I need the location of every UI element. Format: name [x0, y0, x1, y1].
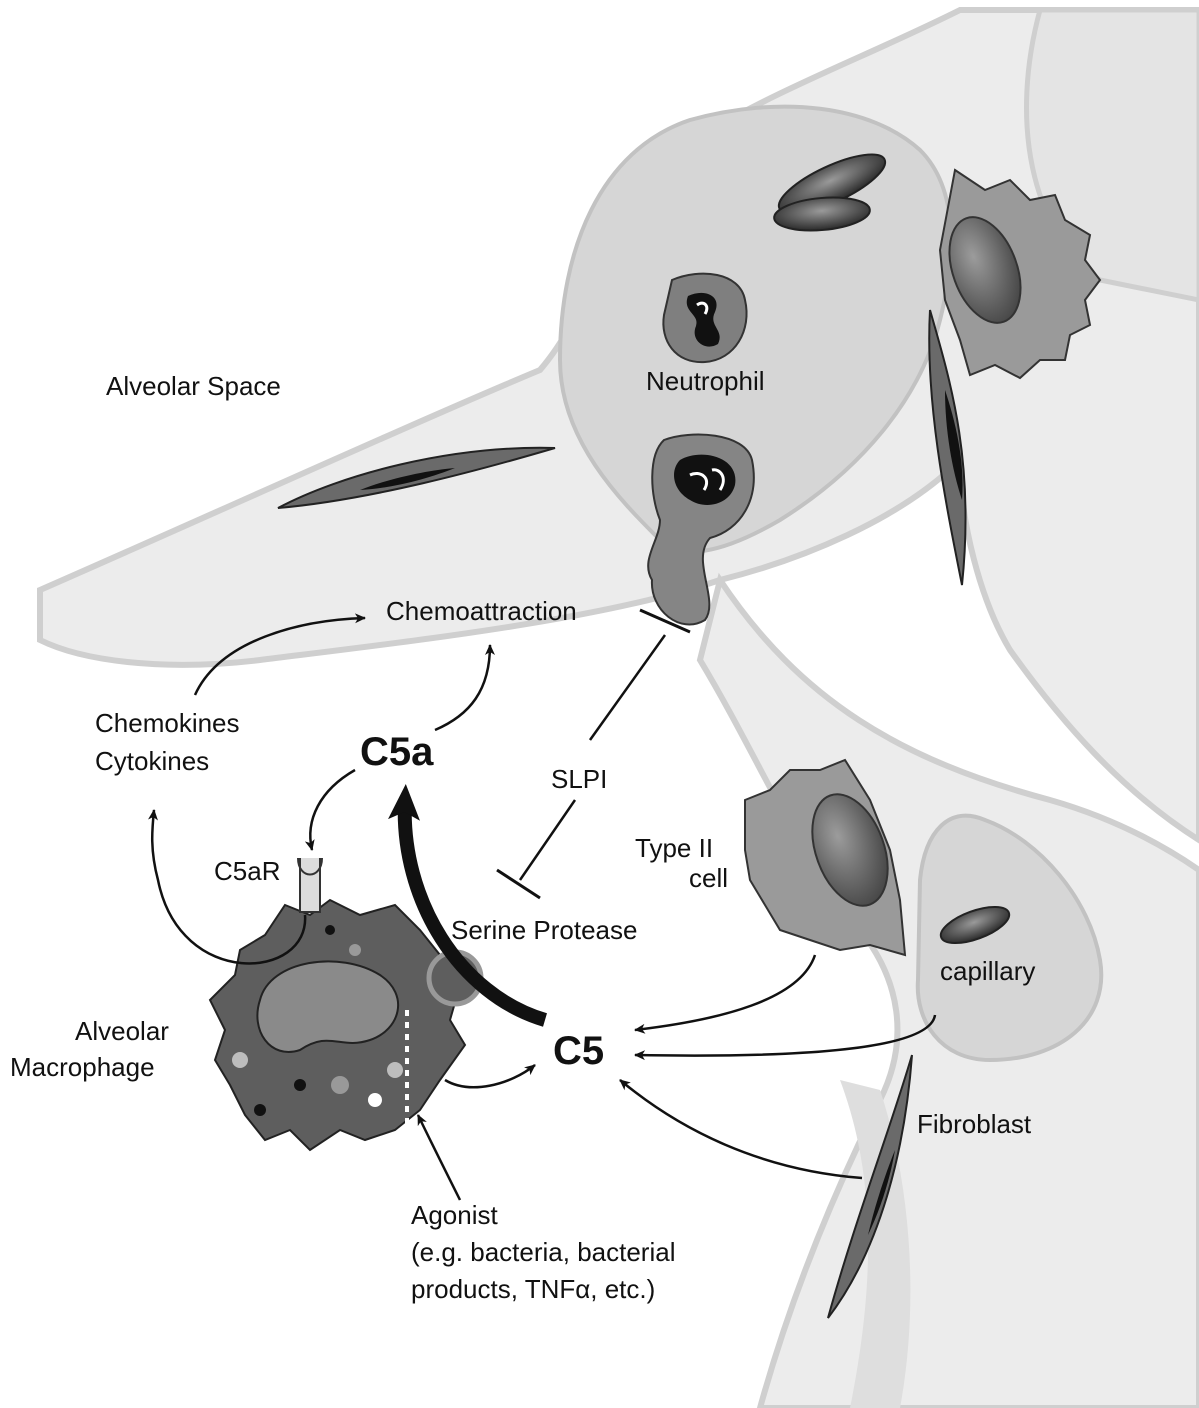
inhibition-bar-protease: [497, 870, 540, 898]
label-neutrophil: Neutrophil: [646, 366, 765, 396]
arrow-fibroblast-to-c5: [620, 1080, 862, 1178]
label-serine-protease: Serine Protease: [451, 915, 637, 945]
label-chemoattraction: Chemoattraction: [386, 596, 577, 626]
arrow-macrophage-to-c5: [445, 1065, 535, 1087]
label-alveolar-macrophage-line1: Alveolar: [75, 1016, 169, 1046]
arrow-capillary-to-c5: [635, 1015, 935, 1056]
label-agonist-line2: (e.g. bacteria, bacterial: [411, 1237, 675, 1267]
label-fibroblast: Fibroblast: [917, 1109, 1032, 1139]
arrow-agonist-to-macrophage: [418, 1115, 460, 1200]
alveolar-macrophage-cell: [210, 900, 465, 1150]
inhibition-line-slpi-to-chemoattraction: [590, 635, 665, 740]
label-agonist-line3: products, TNFα, etc.): [411, 1274, 655, 1304]
label-type2-cell-line2: cell: [689, 863, 728, 893]
label-chemokines: Chemokines: [95, 708, 240, 738]
label-type2-cell-line1: Type II: [635, 833, 713, 863]
arrow-type2-to-c5: [635, 955, 815, 1030]
label-cytokines: Cytokines: [95, 746, 209, 776]
neutrophil-cell-upper: [663, 274, 746, 362]
label-agonist-line1: Agonist: [411, 1200, 498, 1230]
inhibition-line-slpi-to-protease: [520, 800, 575, 880]
label-c5a: C5a: [360, 730, 434, 774]
arrow-c5a-to-c5ar: [310, 770, 355, 850]
label-c5: C5: [553, 1029, 604, 1073]
label-slpi: SLPI: [551, 764, 607, 794]
label-alveolar-macrophage-line2: Macrophage: [10, 1052, 155, 1082]
arrow-c5a-to-chemoattraction: [435, 645, 490, 730]
label-alveolar-space: Alveolar Space: [106, 371, 281, 401]
label-c5ar: C5aR: [214, 856, 280, 886]
c5a-receptor: [298, 858, 322, 912]
label-capillary: capillary: [940, 956, 1035, 986]
